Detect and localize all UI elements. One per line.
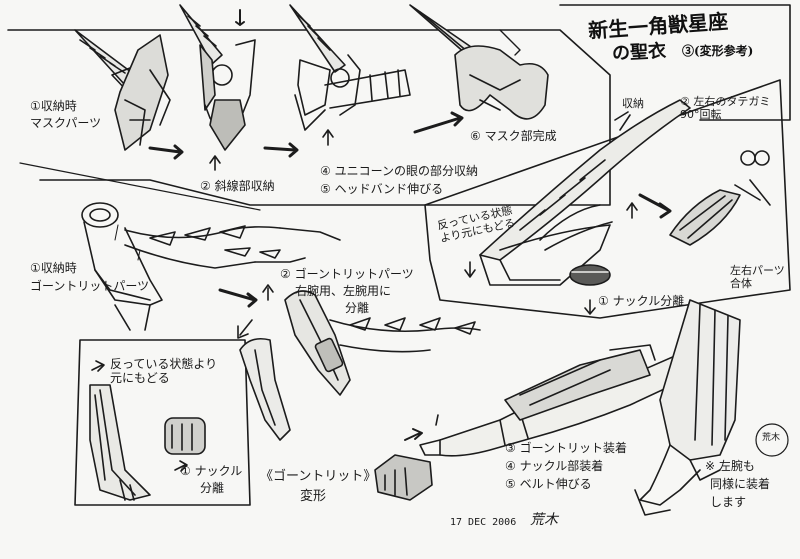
arrow-down-2 — [584, 299, 596, 315]
knuckle-assembly — [479, 99, 691, 286]
gauntlet-label-1: ①収納時 — [30, 261, 77, 275]
left-arm-note-a: ※ 左腕も — [705, 459, 755, 473]
knuckle-separate: ① ナックル分離 — [598, 294, 685, 308]
gauntlet-piece-a — [239, 337, 291, 441]
mask-label-6: ⑥ マスク部完成 — [470, 129, 557, 143]
sheet-title-line2: の聖衣 — [611, 40, 667, 65]
arrow-mask-3 — [413, 111, 464, 134]
arrow-bottom-1 — [91, 360, 105, 372]
panel-border-bottom-left — [74, 339, 251, 506]
knuckle-piece-loose — [374, 454, 433, 501]
left-arm-note-b: 同様に装着 — [710, 477, 771, 491]
knuckle-storage-label: 収納 — [622, 97, 644, 110]
arrow-mask-2 — [263, 142, 299, 158]
arm-step-4: ④ ナックル部装着 — [505, 459, 604, 473]
mask-stage-1 — [74, 29, 171, 151]
sheet-title-line3: ③(変形参考) — [682, 44, 754, 58]
arrow-up-2 — [322, 129, 334, 146]
gauntlet-stored — [81, 202, 341, 331]
gauntlet-piece-b — [284, 290, 481, 396]
panel-border-mask — [7, 29, 611, 206]
mask-stage-2 — [179, 4, 256, 151]
panel-border-knuckle — [424, 79, 791, 319]
left-arm-note-c: します — [710, 495, 747, 509]
panel-border-bottom-arm — [19, 162, 261, 211]
arm-step-3: ③ ゴーントリット装着 — [505, 441, 627, 455]
arm-gauntlet-side — [419, 344, 706, 457]
knuckle-piece-small — [164, 417, 206, 455]
mask-label-2: ② 斜線部収納 — [200, 179, 275, 193]
drawing-date: 17 DEC 2006 — [450, 517, 517, 528]
knuckle-step-2: ② 左右のタテガミ 90°回転 — [680, 95, 771, 121]
arrow-arm-2 — [435, 414, 439, 426]
gauntlet-reverted-piece — [89, 384, 151, 501]
knuckle-combine: 左右パーツ合体 — [730, 264, 785, 290]
lens-icon — [740, 150, 756, 166]
artist-stamp: 荒木 — [762, 433, 781, 443]
bottom-knuckle-a: ① ナックル — [180, 464, 243, 478]
bottom-transform-a: 《ゴーントリット》 — [260, 469, 377, 484]
arrow-up-1 — [209, 155, 221, 171]
gauntlet-label-2c: 分離 — [345, 301, 370, 315]
mask-label-5: ⑤ ヘッドバンド伸びる — [320, 182, 444, 196]
arm-vertical — [634, 299, 741, 516]
gauntlet-label-1b: ゴーントリットパーツ — [30, 279, 150, 293]
mask-stage-4 — [409, 4, 549, 120]
gauntlet-label-2b: 右腕用、左腕用に — [295, 284, 392, 298]
arrow-mask-1 — [148, 144, 184, 160]
gauntlet-label-2a: ② ゴーントリットパーツ — [280, 267, 414, 281]
bottom-transform-b: 変形 — [300, 489, 327, 504]
artist-signature: 荒木 — [530, 512, 558, 528]
panel-border-title — [559, 4, 791, 121]
arrow-left-1 — [464, 261, 476, 278]
arrow-down-1 — [237, 319, 253, 339]
bottom-knuckle-b: 分離 — [200, 481, 225, 495]
arrow-knuckle-1 — [638, 193, 672, 219]
arrow-up-3 — [262, 284, 274, 301]
arrow-gauntlet-1 — [218, 288, 258, 308]
bottom-revert: 反っている状態より元にもどる — [110, 357, 218, 385]
arrow-bottom-2 — [174, 460, 188, 472]
knuckle-combined-parts — [669, 179, 771, 246]
mask-stage-3 — [289, 4, 411, 131]
arm-step-5: ⑤ ベルト伸びる — [505, 477, 592, 491]
mask-label-4: ④ ユニコーンの眼の部分収納 — [320, 164, 478, 178]
arrow-up-4 — [626, 202, 638, 219]
arrow-arm-1 — [404, 428, 423, 441]
mask-label-1b: マスクパーツ — [30, 116, 102, 130]
mask-label-1: ①収納時 — [30, 99, 77, 113]
stamp-circle — [755, 423, 789, 457]
